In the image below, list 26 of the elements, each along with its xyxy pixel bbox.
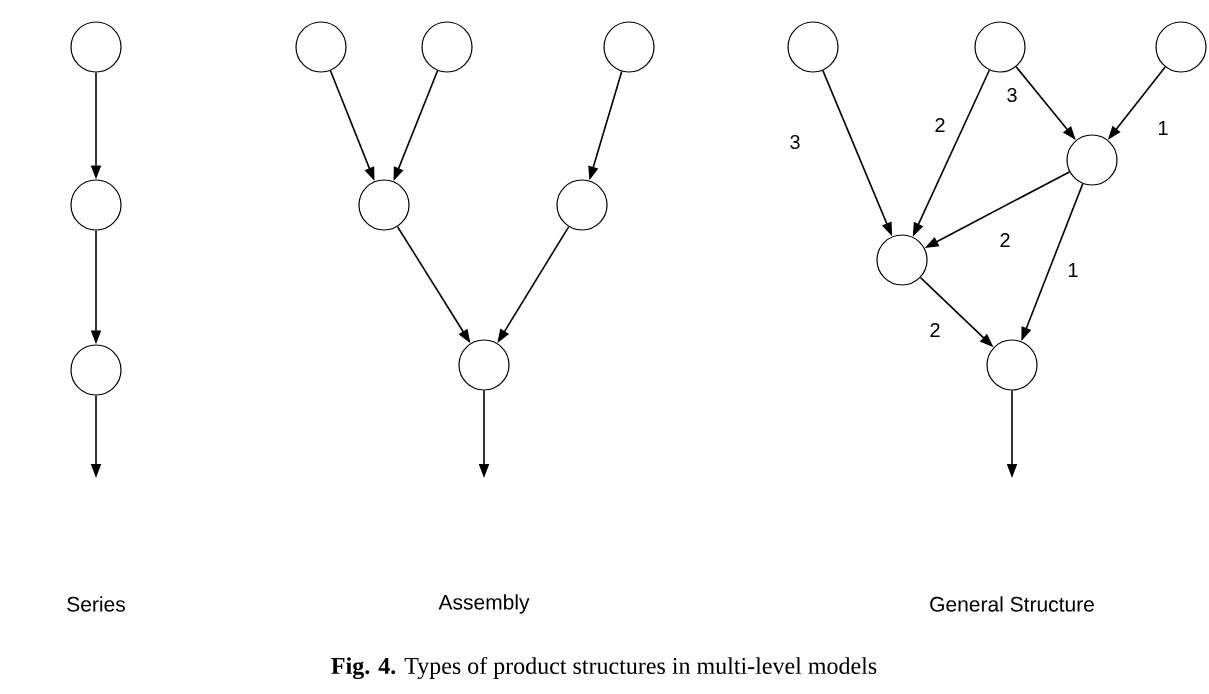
- circle-node: [458, 339, 510, 391]
- circle-node: [358, 179, 410, 231]
- circle-node: [295, 21, 347, 73]
- structure-label: General Structure: [930, 596, 1094, 612]
- circle-node: [986, 339, 1038, 391]
- circle-node: [603, 21, 655, 73]
- edge-label: 2: [933, 117, 947, 133]
- edge-label: 1: [1156, 120, 1170, 136]
- circle-node: [70, 344, 122, 396]
- circle-node: [787, 21, 839, 73]
- structure-label: Series: [67, 596, 125, 612]
- circle-node: [1066, 134, 1118, 186]
- edge-label: 3: [1005, 86, 1019, 104]
- structure-label: Assembly: [438, 594, 530, 614]
- circle-node: [876, 234, 928, 286]
- circle-node: [70, 21, 122, 73]
- edge-label: 2: [998, 232, 1012, 248]
- circle-node: [556, 179, 608, 231]
- edge-label: 2: [928, 322, 942, 338]
- edge-label: 3: [788, 133, 802, 151]
- circle-node: [974, 21, 1026, 73]
- circle-node: [1155, 21, 1207, 73]
- caption: Fig. 4. Types of product structures in multi-level models: [331, 656, 877, 680]
- edge-label: 1: [1066, 262, 1080, 278]
- circle-node: [421, 21, 473, 73]
- circle-node: [70, 179, 122, 231]
